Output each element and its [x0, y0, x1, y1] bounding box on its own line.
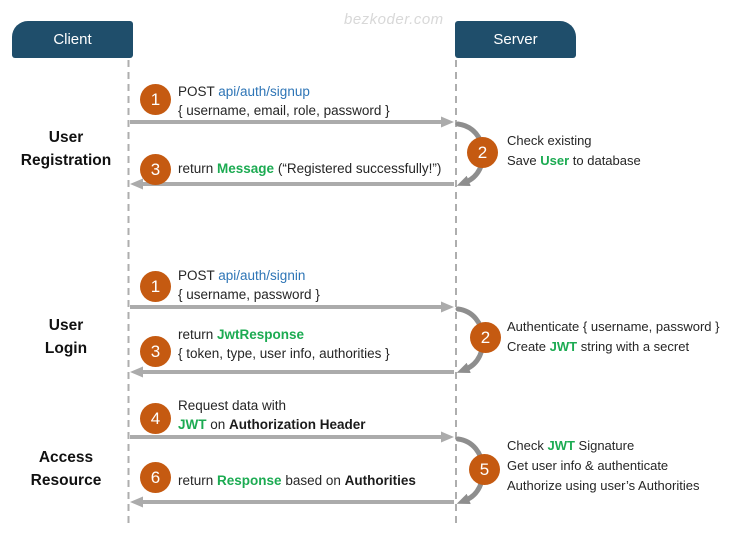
watermark-text: bezkoder.com: [344, 11, 444, 28]
message-signup-response: return Message (“Registered successfully…: [178, 159, 441, 178]
message-resource-request: Request data with JWT on Authorization H…: [178, 396, 366, 434]
section-label-line: Resource: [30, 472, 102, 489]
message-line: JWT on Authorization Header: [178, 415, 366, 434]
text-segment: Authorization Header: [229, 417, 366, 432]
server-note-login: Authenticate { username, password } Crea…: [507, 317, 719, 357]
message-line: Authorize using user’s Authorities: [507, 476, 699, 496]
text-segment: return: [178, 327, 218, 342]
text-segment: { token, type, user info, authorities }: [178, 346, 390, 361]
step-badge-resource-5: 5: [469, 454, 500, 485]
step-badge-registration-1: 1: [140, 84, 171, 115]
message-line: { username, password }: [178, 285, 320, 304]
step-badge-login-3: 3: [140, 336, 171, 367]
text-segment: api/auth/signup: [218, 84, 310, 99]
client-actor-label: Client: [53, 31, 92, 48]
section-label-line: Login: [44, 340, 88, 357]
server-note-registration: Check existing Save User to database: [507, 131, 641, 171]
step-badge-resource-4: 4: [140, 403, 171, 434]
message-line: POST api/auth/signup: [178, 82, 390, 101]
text-segment: { username, email, role, password }: [178, 103, 390, 118]
text-segment: Message: [217, 161, 275, 176]
text-segment: User: [540, 153, 570, 168]
message-line: Check existing: [507, 131, 641, 151]
message-line: Save User to database: [507, 151, 641, 171]
section-label-line: Registration: [20, 152, 112, 169]
client-actor-box: Client: [12, 21, 133, 58]
text-segment: Save: [507, 153, 541, 168]
message-line: Request data with: [178, 396, 366, 415]
message-signup-request: POST api/auth/signup { username, email, …: [178, 82, 390, 120]
text-segment: Authorities: [344, 473, 416, 488]
step-badge-login-2: 2: [470, 322, 501, 353]
text-segment: Check: [507, 438, 548, 453]
message-resource-response: return Response based on Authorities: [178, 471, 416, 490]
text-segment: Authenticate { username, password }: [507, 319, 720, 334]
step-badge-login-1: 1: [140, 271, 171, 302]
text-segment: return: [178, 161, 218, 176]
text-segment: POST: [178, 84, 219, 99]
message-line: Create JWT string with a secret: [507, 337, 719, 357]
text-segment: Response: [217, 473, 282, 488]
message-line: Check JWT Signature: [507, 436, 699, 456]
text-segment: based on: [281, 473, 345, 488]
text-segment: return: [178, 473, 218, 488]
text-segment: string with a secret: [577, 339, 690, 354]
message-line: { username, email, role, password }: [178, 101, 390, 120]
step-badge-registration-3: 3: [140, 154, 171, 185]
text-segment: POST: [178, 268, 219, 283]
section-label-user-registration: User Registration: [1, 126, 131, 172]
text-segment: JwtResponse: [217, 327, 305, 342]
server-actor-box: Server: [455, 21, 576, 58]
step-badge-resource-6: 6: [140, 462, 171, 493]
message-line: Authenticate { username, password }: [507, 317, 719, 337]
message-line: { token, type, user info, authorities }: [178, 344, 390, 363]
text-segment: JWT: [547, 438, 575, 453]
text-segment: Authorize using user’s Authorities: [507, 478, 700, 493]
text-segment: { username, password }: [178, 287, 320, 302]
text-segment: Get user info & authenticate: [507, 458, 669, 473]
message-line: return Response based on Authorities: [178, 471, 416, 490]
text-segment: Check existing: [507, 133, 592, 148]
text-segment: api/auth/signin: [218, 268, 306, 283]
step-badge-registration-2: 2: [467, 137, 498, 168]
server-note-resource: Check JWT Signature Get user info & auth…: [507, 436, 699, 496]
message-signin-request: POST api/auth/signin { username, passwor…: [178, 266, 320, 304]
text-segment: Request data with: [178, 398, 287, 413]
section-label-line: User: [48, 317, 84, 334]
message-line: return JwtResponse: [178, 325, 390, 344]
message-line: return Message (“Registered successfully…: [178, 159, 441, 178]
section-label-line: User: [48, 129, 84, 146]
text-segment: on: [206, 417, 230, 432]
section-label-access-resource: Access Resource: [1, 446, 131, 492]
message-line: POST api/auth/signin: [178, 266, 320, 285]
section-label-line: Access: [38, 449, 94, 466]
message-line: Get user info & authenticate: [507, 456, 699, 476]
text-segment: JWT: [178, 417, 207, 432]
text-segment: to database: [569, 153, 641, 168]
server-actor-label: Server: [493, 31, 538, 48]
message-signin-response: return JwtResponse { token, type, user i…: [178, 325, 390, 363]
text-segment: (“Registered successfully!”): [274, 161, 442, 176]
text-segment: Signature: [574, 438, 635, 453]
text-segment: Create: [507, 339, 550, 354]
text-segment: JWT: [549, 339, 578, 354]
section-label-user-login: User Login: [1, 314, 131, 360]
